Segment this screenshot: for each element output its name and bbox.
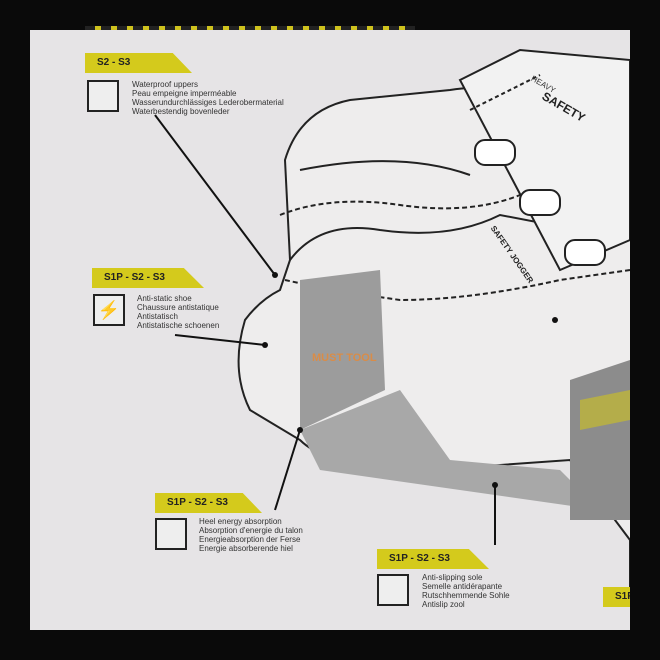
heel-absorption-icon bbox=[155, 518, 187, 550]
text-en: Anti-slipping sole bbox=[422, 573, 483, 582]
text-en: Waterproof uppers bbox=[132, 80, 198, 89]
waterproof-icon bbox=[87, 80, 119, 112]
feature-description: Heel energy absorption Absorption d'ener… bbox=[199, 517, 303, 553]
feature-description: Anti-static shoe Chaussure antistatique … bbox=[137, 294, 219, 330]
text-de: Energieabsorption der Ferse bbox=[199, 535, 301, 544]
feature-description: Waterproof uppers Peau empeigne imperméa… bbox=[132, 80, 284, 116]
text-fr: Peau empeigne imperméable bbox=[132, 89, 237, 98]
hazard-stripe bbox=[85, 26, 415, 32]
photo-border bbox=[630, 0, 660, 660]
text-nl: Energie absorberende hiel bbox=[199, 544, 293, 553]
text-nl: Waterbestendig bovenleder bbox=[132, 107, 230, 116]
text-en: Anti-static shoe bbox=[137, 294, 192, 303]
text-de: Wasserundurchlässiges Lederobermaterial bbox=[132, 98, 284, 107]
standard-tag: S1P - S2 - S3 bbox=[155, 493, 262, 513]
text-fr: Chaussure antistatique bbox=[137, 303, 219, 312]
anti-slip-icon bbox=[377, 574, 409, 606]
text-fr: Absorption d'energie du talon bbox=[199, 526, 303, 535]
standard-tag: S1P - S2 - S3 bbox=[377, 549, 489, 569]
text-de: Rutschhemmende Sohle bbox=[422, 591, 510, 600]
standard-tag: S1P - S2 - S3 bbox=[92, 268, 204, 288]
watermark-logo: MUST TOOL bbox=[312, 352, 377, 364]
heel-insert bbox=[300, 270, 385, 430]
text-nl: Antislip zool bbox=[422, 600, 465, 609]
text-fr: Semelle antidérapante bbox=[422, 582, 503, 591]
text-de: Antistatisch bbox=[137, 312, 178, 321]
standard-tag: S2 - S3 bbox=[85, 53, 192, 73]
antistatic-icon: ⚡ bbox=[93, 294, 125, 326]
feature-description: Anti-slipping sole Semelle antidérapante… bbox=[422, 573, 510, 609]
text-nl: Antistatische schoenen bbox=[137, 321, 220, 330]
text-en: Heel energy absorption bbox=[199, 517, 282, 526]
